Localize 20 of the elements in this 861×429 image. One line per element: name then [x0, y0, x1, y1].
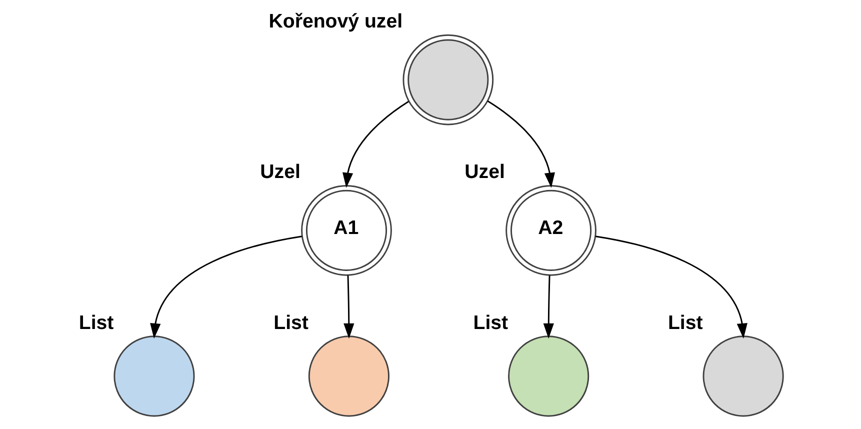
node-label: Kořenový uzel [268, 10, 402, 32]
arrow [542, 275, 554, 339]
arrow [594, 236, 747, 339]
node-label: List [78, 312, 114, 334]
arrow [486, 100, 554, 188]
node-circle [508, 336, 589, 417]
node-label: List [273, 312, 308, 334]
node-circle [113, 336, 194, 417]
node-label: List [667, 312, 702, 334]
node-circle [702, 336, 784, 417]
node-circle: A1 [300, 184, 392, 276]
node-circle: A2 [505, 184, 596, 276]
node-circle [402, 34, 494, 126]
arrow [342, 100, 408, 188]
node-label: Uzel [464, 161, 504, 184]
node-label: List [472, 312, 508, 334]
node-label: Uzel [260, 161, 300, 184]
arrow [343, 275, 354, 339]
node-circle [308, 336, 389, 417]
arrow [150, 236, 302, 339]
